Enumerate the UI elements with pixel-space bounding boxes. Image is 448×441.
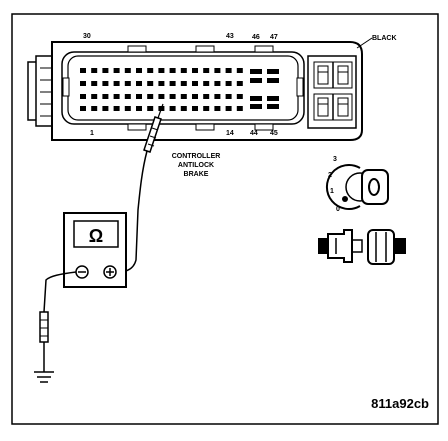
ohmmeter [63,212,127,288]
pin-cavity [180,68,187,73]
pin-cavity [203,106,210,111]
pin-cavity [113,68,120,73]
pin-cavity [147,106,154,111]
pin-cavity [91,106,98,111]
pin-cavity [203,81,210,86]
pin-cavity [236,106,243,111]
pin-cavity [236,81,243,86]
pin-label-45: 45 [270,130,278,137]
pin-cavity [192,94,198,99]
pin-cavity [80,94,86,99]
pin-label-1: 1 [90,130,94,137]
pin-cavity [180,94,187,99]
pin-cavity [214,94,221,99]
ohm-symbol: Ω [89,226,103,246]
pin-cavity [80,68,86,73]
pin-label-30: 30 [83,33,91,40]
pin-cavity [192,81,198,86]
pin-cavity [169,81,176,86]
pin-cavity [169,106,176,111]
pin-cavity [192,106,198,111]
ground-symbol [34,371,54,383]
pin-cavity [158,68,165,73]
controller-connector [27,41,363,141]
pin-cavity [147,81,154,86]
connector-color-leader [356,37,373,49]
pin-cavity [113,81,120,86]
ignition-position-0: 0 [336,206,340,213]
pin-cavity [91,68,98,73]
ignition-position-3: 3 [333,156,337,163]
pin-label-44: 44 [250,130,258,137]
pin-cavity [102,94,109,99]
pin-cavity [180,106,187,111]
pin-cavity [236,94,243,99]
module-label-line1: CONTROLLER [172,153,221,160]
negative-test-lead [39,271,77,372]
pin-cavity [180,81,187,86]
module-label-line2: ANTILOCK [178,162,214,169]
pin-cavity [225,94,232,99]
ignition-position-1: 1 [330,188,334,195]
pin-cavity [91,81,98,86]
pin-cavity [136,106,142,111]
pin-cavity [91,94,98,99]
ignition-key-icon [325,164,389,210]
pin-cavity [136,81,142,86]
pin-cavity [136,68,142,73]
pin-cavity [102,68,109,73]
pin-cavity [124,81,131,86]
pin-cavity [225,106,232,111]
pin-cavity [214,106,221,111]
pin-cavity [124,94,131,99]
pin-cavity [80,106,86,111]
pin-cavity [102,106,109,111]
pin-cavity [225,68,232,73]
pin-cavity-grid [80,68,243,111]
pin-cavity [203,94,210,99]
positive-test-probe [117,103,164,273]
pin-cavity [102,81,109,86]
pin-cavity [158,94,165,99]
pin-cavity [124,106,131,111]
pin-label-43: 43 [226,33,234,40]
pin-cavity [147,94,154,99]
pin-cavity [147,68,154,73]
pin-cavity [236,68,243,73]
disconnected-connector-icon [318,229,406,265]
pin-cavity [136,94,142,99]
pin-cavity [113,94,120,99]
figure-border [11,13,439,425]
pin-cavity [192,68,198,73]
pin-cavity [225,81,232,86]
ignition-position-2: 2 [328,172,332,179]
pin-cavity [80,81,86,86]
pin-cavity [158,81,165,86]
pin-label-14: 14 [226,130,234,137]
pin-cavity [169,68,176,73]
pin-cavity [113,106,120,111]
connector-color-label: BLACK [372,35,397,42]
pin-label-46: 46 [252,34,260,41]
pin-cavity [203,68,210,73]
pin-cavity [124,68,131,73]
pin-cavity [169,94,176,99]
figure-id: 811a92cb [371,396,429,411]
pin-cavity [214,68,221,73]
pin-label-47: 47 [270,34,278,41]
pin-cavity [214,81,221,86]
module-label-line3: BRAKE [184,171,209,178]
